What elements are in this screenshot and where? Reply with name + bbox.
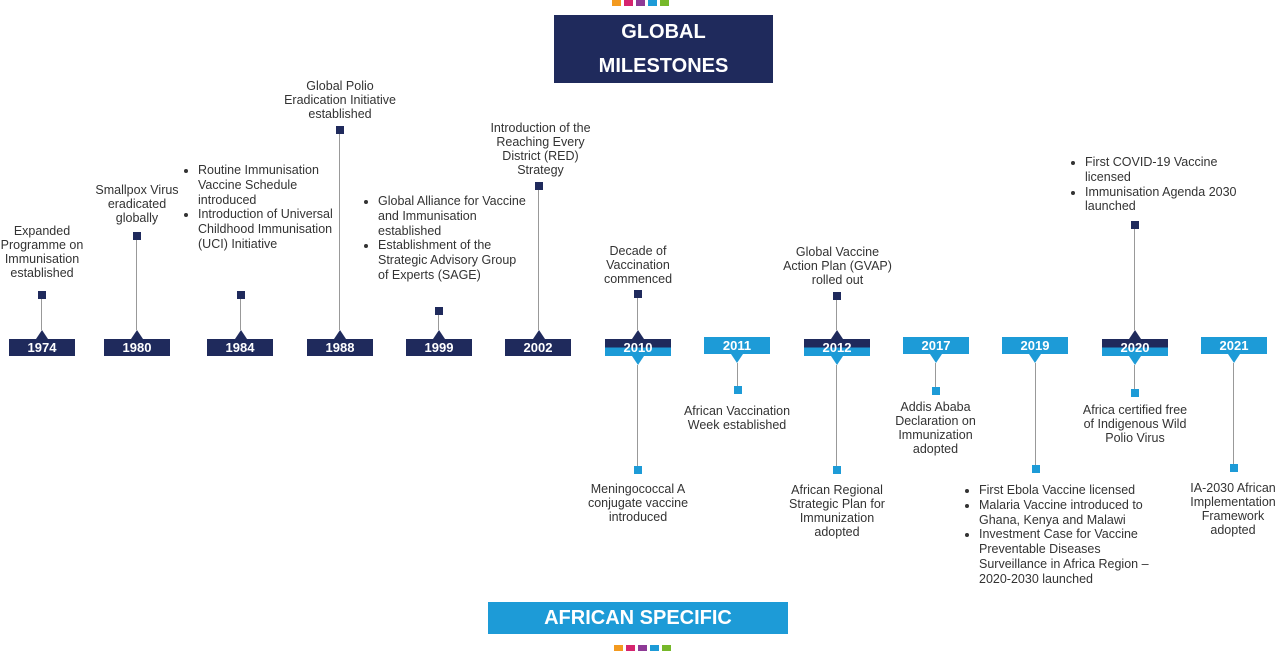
pointer-up-2002	[533, 330, 545, 339]
connector-line	[41, 299, 42, 330]
connector-line	[637, 298, 638, 330]
milestone-list-2020-global: First COVID-19 Vaccine licensed Immunisa…	[1071, 155, 1240, 214]
milestone-marker	[1230, 464, 1238, 472]
milestone-list-item: Global Alliance for Vaccine and Immunisa…	[378, 194, 530, 238]
milestone-marker	[237, 291, 245, 299]
decorative-color-dots-bottom	[614, 645, 671, 651]
milestone-list-item: Immunisation Agenda 2030 launched	[1085, 185, 1240, 215]
milestone-label-2011-africa: African Vaccination Week established	[683, 404, 791, 432]
milestone-label-2021-africa: IA-2030 African Implementation Framework…	[1190, 481, 1276, 537]
milestone-marker	[133, 232, 141, 240]
milestone-label-2010-africa: Meningococcal A conjugate vaccine introd…	[587, 482, 689, 524]
decorative-color-dots-top	[612, 0, 669, 6]
connector-line	[1134, 365, 1135, 389]
pointer-down-2010	[632, 356, 644, 365]
pointer-up-1999	[433, 330, 445, 339]
year-badge-1984: 1984	[207, 339, 273, 356]
milestone-marker	[1032, 465, 1040, 473]
milestone-marker	[336, 126, 344, 134]
pointer-up-1974	[36, 330, 48, 339]
pointer-down-2020	[1129, 356, 1141, 365]
pointer-up-1980	[131, 330, 143, 339]
year-badge-1988: 1988	[307, 339, 373, 356]
connector-line	[1134, 228, 1135, 330]
milestone-label-2020-africa: Africa certified free of Indigenous Wild…	[1082, 403, 1188, 445]
year-badge-2012: 2012	[804, 339, 870, 356]
connector-line	[637, 365, 638, 466]
pointer-down-2011	[731, 354, 743, 363]
year-badge-1999: 1999	[406, 339, 472, 356]
year-badge-2010: 2010	[605, 339, 671, 356]
milestone-marker	[435, 307, 443, 315]
connector-line	[339, 132, 340, 330]
milestone-marker	[1131, 389, 1139, 397]
milestone-marker	[734, 386, 742, 394]
milestone-list-item: First Ebola Vaccine licensed	[979, 483, 1162, 498]
pointer-up-2012	[831, 330, 843, 339]
milestone-marker	[535, 182, 543, 190]
pointer-up-2010	[632, 330, 644, 339]
connector-line	[1035, 363, 1036, 465]
pointer-up-1984	[235, 330, 247, 339]
connector-line	[935, 363, 936, 387]
milestone-marker	[38, 291, 46, 299]
milestone-label-2012-global: Global Vaccine Action Plan (GVAP) rolled…	[783, 245, 892, 287]
milestone-label-1974: Expanded Programme on Immunisation estab…	[0, 224, 84, 280]
connector-line	[136, 240, 137, 330]
milestone-marker	[932, 387, 940, 395]
milestone-list-item: First COVID-19 Vaccine licensed	[1085, 155, 1240, 185]
year-badge-2017: 2017	[903, 337, 969, 354]
milestone-marker	[634, 290, 642, 298]
milestone-list-item: Establishment of the Strategic Advisory …	[378, 238, 530, 282]
milestone-label-1988: Global Polio Eradication Initiative esta…	[284, 79, 396, 121]
milestone-label-2002: Introduction of the Reaching Every Distr…	[490, 121, 591, 177]
milestone-marker	[1131, 221, 1139, 229]
african-milestones-title: AFRICAN SPECIFIC MILESTONES	[488, 602, 788, 661]
milestone-marker	[833, 466, 841, 474]
year-badge-2002: 2002	[505, 339, 571, 356]
connector-line	[438, 315, 439, 330]
connector-line	[737, 363, 738, 386]
milestone-list-item: Introduction of Universal Childhood Immu…	[198, 207, 338, 251]
pointer-down-2021	[1228, 354, 1240, 363]
pointer-down-2017	[930, 354, 942, 363]
connector-line	[240, 299, 241, 330]
pointer-up-2020	[1129, 330, 1141, 339]
pointer-up-1988	[334, 330, 346, 339]
milestone-list-1984: Routine Immunisation Vaccine Schedule in…	[184, 163, 338, 252]
pointer-down-2012	[831, 356, 843, 365]
milestone-label-1980: Smallpox Virus eradicated globally	[95, 183, 179, 225]
pointer-down-2019	[1029, 354, 1041, 363]
milestone-list-2019-africa: First Ebola Vaccine licensed Malaria Vac…	[965, 483, 1162, 587]
year-badge-2020: 2020	[1102, 339, 1168, 356]
milestone-list-item: Routine Immunisation Vaccine Schedule in…	[198, 163, 338, 207]
milestone-list-item: Malaria Vaccine introduced to Ghana, Ken…	[979, 498, 1162, 528]
milestone-label-2012-africa: African Regional Strategic Plan for Immu…	[789, 483, 885, 539]
milestone-marker	[833, 292, 841, 300]
connector-line	[836, 299, 837, 330]
milestone-label-2010-global: Decade of Vaccination commenced	[603, 244, 673, 286]
milestone-list-1999: Global Alliance for Vaccine and Immunisa…	[364, 194, 530, 283]
year-badge-1980: 1980	[104, 339, 170, 356]
year-badge-2011: 2011	[704, 337, 770, 354]
connector-line	[538, 189, 539, 330]
milestone-label-2017-africa: Addis Ababa Declaration on Immunization …	[895, 400, 976, 456]
year-badge-2021: 2021	[1201, 337, 1267, 354]
connector-line	[836, 365, 837, 466]
milestone-list-item: Investment Case for Vaccine Preventable …	[979, 527, 1162, 586]
connector-line	[1233, 363, 1234, 464]
milestone-marker	[634, 466, 642, 474]
year-badge-1974: 1974	[9, 339, 75, 356]
global-milestones-title: GLOBAL MILESTONES	[554, 15, 773, 83]
year-badge-2019: 2019	[1002, 337, 1068, 354]
